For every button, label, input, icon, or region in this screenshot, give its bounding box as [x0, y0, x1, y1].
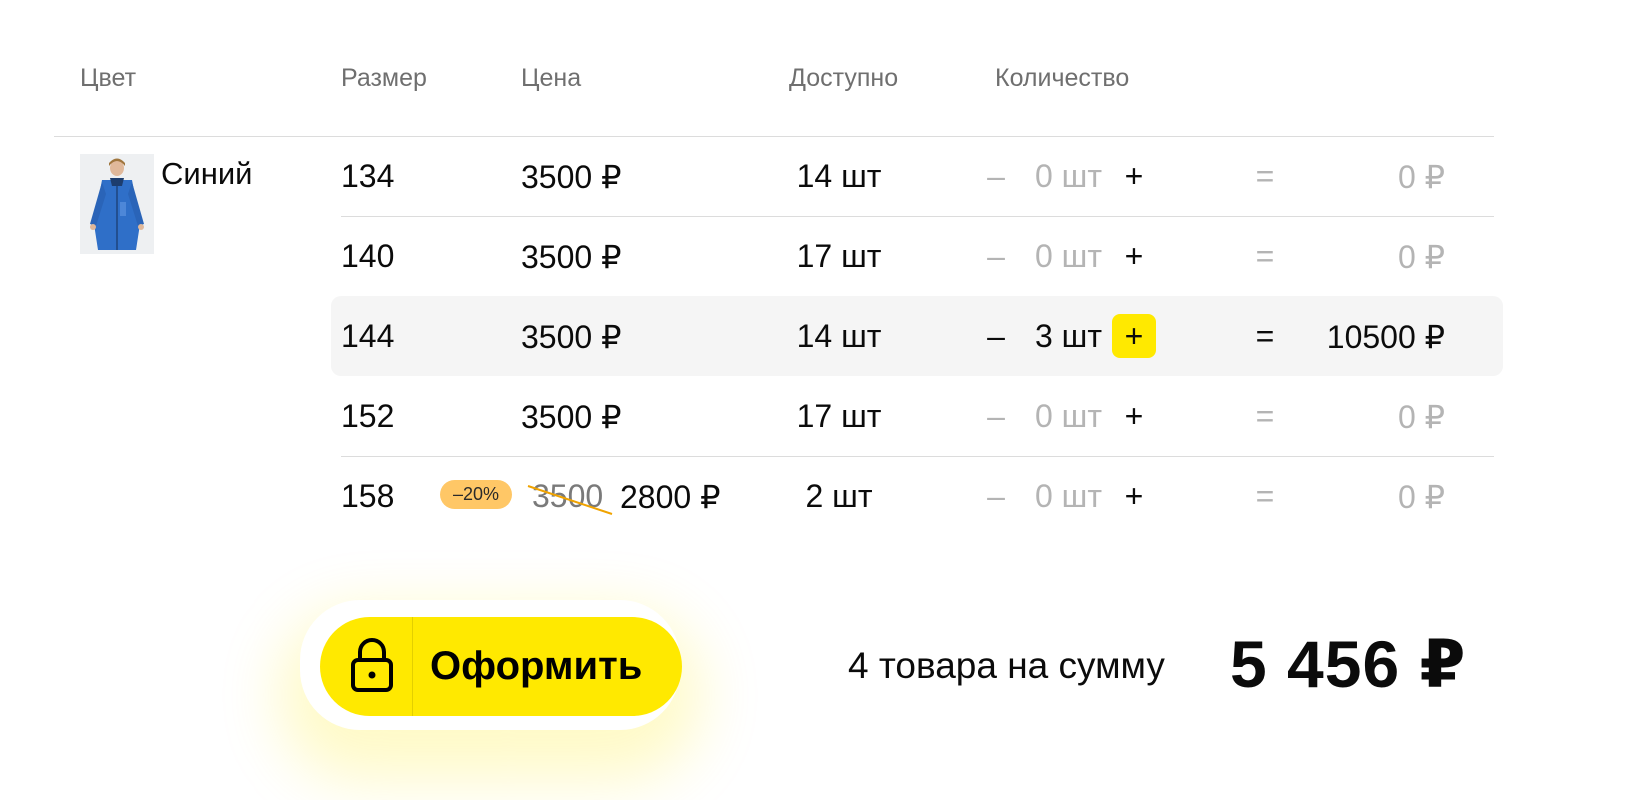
- column-header-quantity: Количество: [995, 64, 1130, 92]
- lock-icon: [351, 638, 393, 692]
- table-row: 140 3500 ₽ 17 шт – 0 шт + = 0 ₽: [330, 216, 1494, 296]
- increment-button[interactable]: +: [1124, 238, 1144, 274]
- header-divider: [54, 136, 1494, 137]
- decrement-button[interactable]: –: [987, 318, 1005, 354]
- increment-button[interactable]: +: [1112, 314, 1156, 358]
- column-header-available: Доступно: [789, 64, 899, 92]
- quantity-value: 0 шт: [1034, 478, 1102, 514]
- row-available: 14 шт: [796, 318, 882, 354]
- row-total: 0 ₽: [1397, 159, 1445, 195]
- row-available: 17 шт: [796, 238, 882, 274]
- equals-sign: =: [1255, 318, 1275, 354]
- product-color-name: Синий: [161, 156, 253, 191]
- equals-sign: =: [1255, 238, 1275, 274]
- row-size: 152: [341, 398, 395, 434]
- row-available: 14 шт: [796, 158, 882, 194]
- decrement-button[interactable]: –: [987, 158, 1005, 194]
- checkout-button[interactable]: Оформить: [320, 617, 682, 716]
- row-size: 158: [341, 478, 395, 514]
- quantity-value: 0 шт: [1034, 398, 1102, 434]
- row-price: 3500 ₽: [521, 239, 622, 275]
- table-row: 158 –20% 3500 2800 ₽ 2 шт – 0 шт + = 0 ₽: [330, 456, 1494, 536]
- row-divider: [341, 216, 1494, 217]
- row-available: 2 шт: [805, 478, 873, 514]
- row-price: 2800 ₽: [620, 479, 721, 515]
- table-row: 152 3500 ₽ 17 шт – 0 шт + = 0 ₽: [330, 376, 1494, 456]
- row-price: 3500 ₽: [521, 319, 622, 355]
- row-price: 3500 ₽: [521, 159, 622, 195]
- increment-button[interactable]: +: [1124, 478, 1144, 514]
- column-header-size: Размер: [341, 64, 427, 92]
- row-total: 0 ₽: [1397, 239, 1445, 275]
- quantity-value: 0 шт: [1034, 238, 1102, 274]
- product-image: [80, 154, 154, 254]
- row-total: 0 ₽: [1397, 479, 1445, 515]
- increment-button[interactable]: +: [1124, 158, 1144, 194]
- checkout-button-label: Оформить: [430, 644, 643, 688]
- row-price: 3500 ₽: [521, 399, 622, 435]
- order-summary-label: 4 товара на сумму: [848, 645, 1165, 686]
- increment-button[interactable]: +: [1124, 398, 1144, 434]
- jacket-model-image: [80, 154, 154, 254]
- row-size: 134: [341, 158, 395, 194]
- column-header-price: Цена: [521, 64, 582, 92]
- row-size: 140: [341, 238, 395, 274]
- equals-sign: =: [1255, 158, 1275, 194]
- equals-sign: =: [1255, 398, 1275, 434]
- row-available: 17 шт: [796, 398, 882, 434]
- row-divider: [341, 456, 1494, 457]
- order-summary-total: 5 456 ₽: [1230, 627, 1467, 701]
- row-total: 0 ₽: [1397, 399, 1445, 435]
- row-total: 10500 ₽: [1326, 319, 1445, 355]
- equals-sign: =: [1255, 478, 1275, 514]
- strikethrough-line: [527, 485, 613, 515]
- decrement-button[interactable]: –: [987, 398, 1005, 434]
- button-divider: [412, 617, 413, 716]
- decrement-button[interactable]: –: [987, 238, 1005, 274]
- table-row: 134 3500 ₽ 14 шт – 0 шт + = 0 ₽: [330, 136, 1494, 216]
- discount-badge: –20%: [440, 480, 512, 509]
- table-row-active: 144 3500 ₽ 14 шт – 3 шт + = 10500 ₽: [331, 296, 1503, 376]
- decrement-button[interactable]: –: [987, 478, 1005, 514]
- quantity-value: 3 шт: [1034, 318, 1102, 354]
- column-header-color: Цвет: [80, 64, 137, 92]
- row-size: 144: [341, 318, 395, 354]
- quantity-value: 0 шт: [1034, 158, 1102, 194]
